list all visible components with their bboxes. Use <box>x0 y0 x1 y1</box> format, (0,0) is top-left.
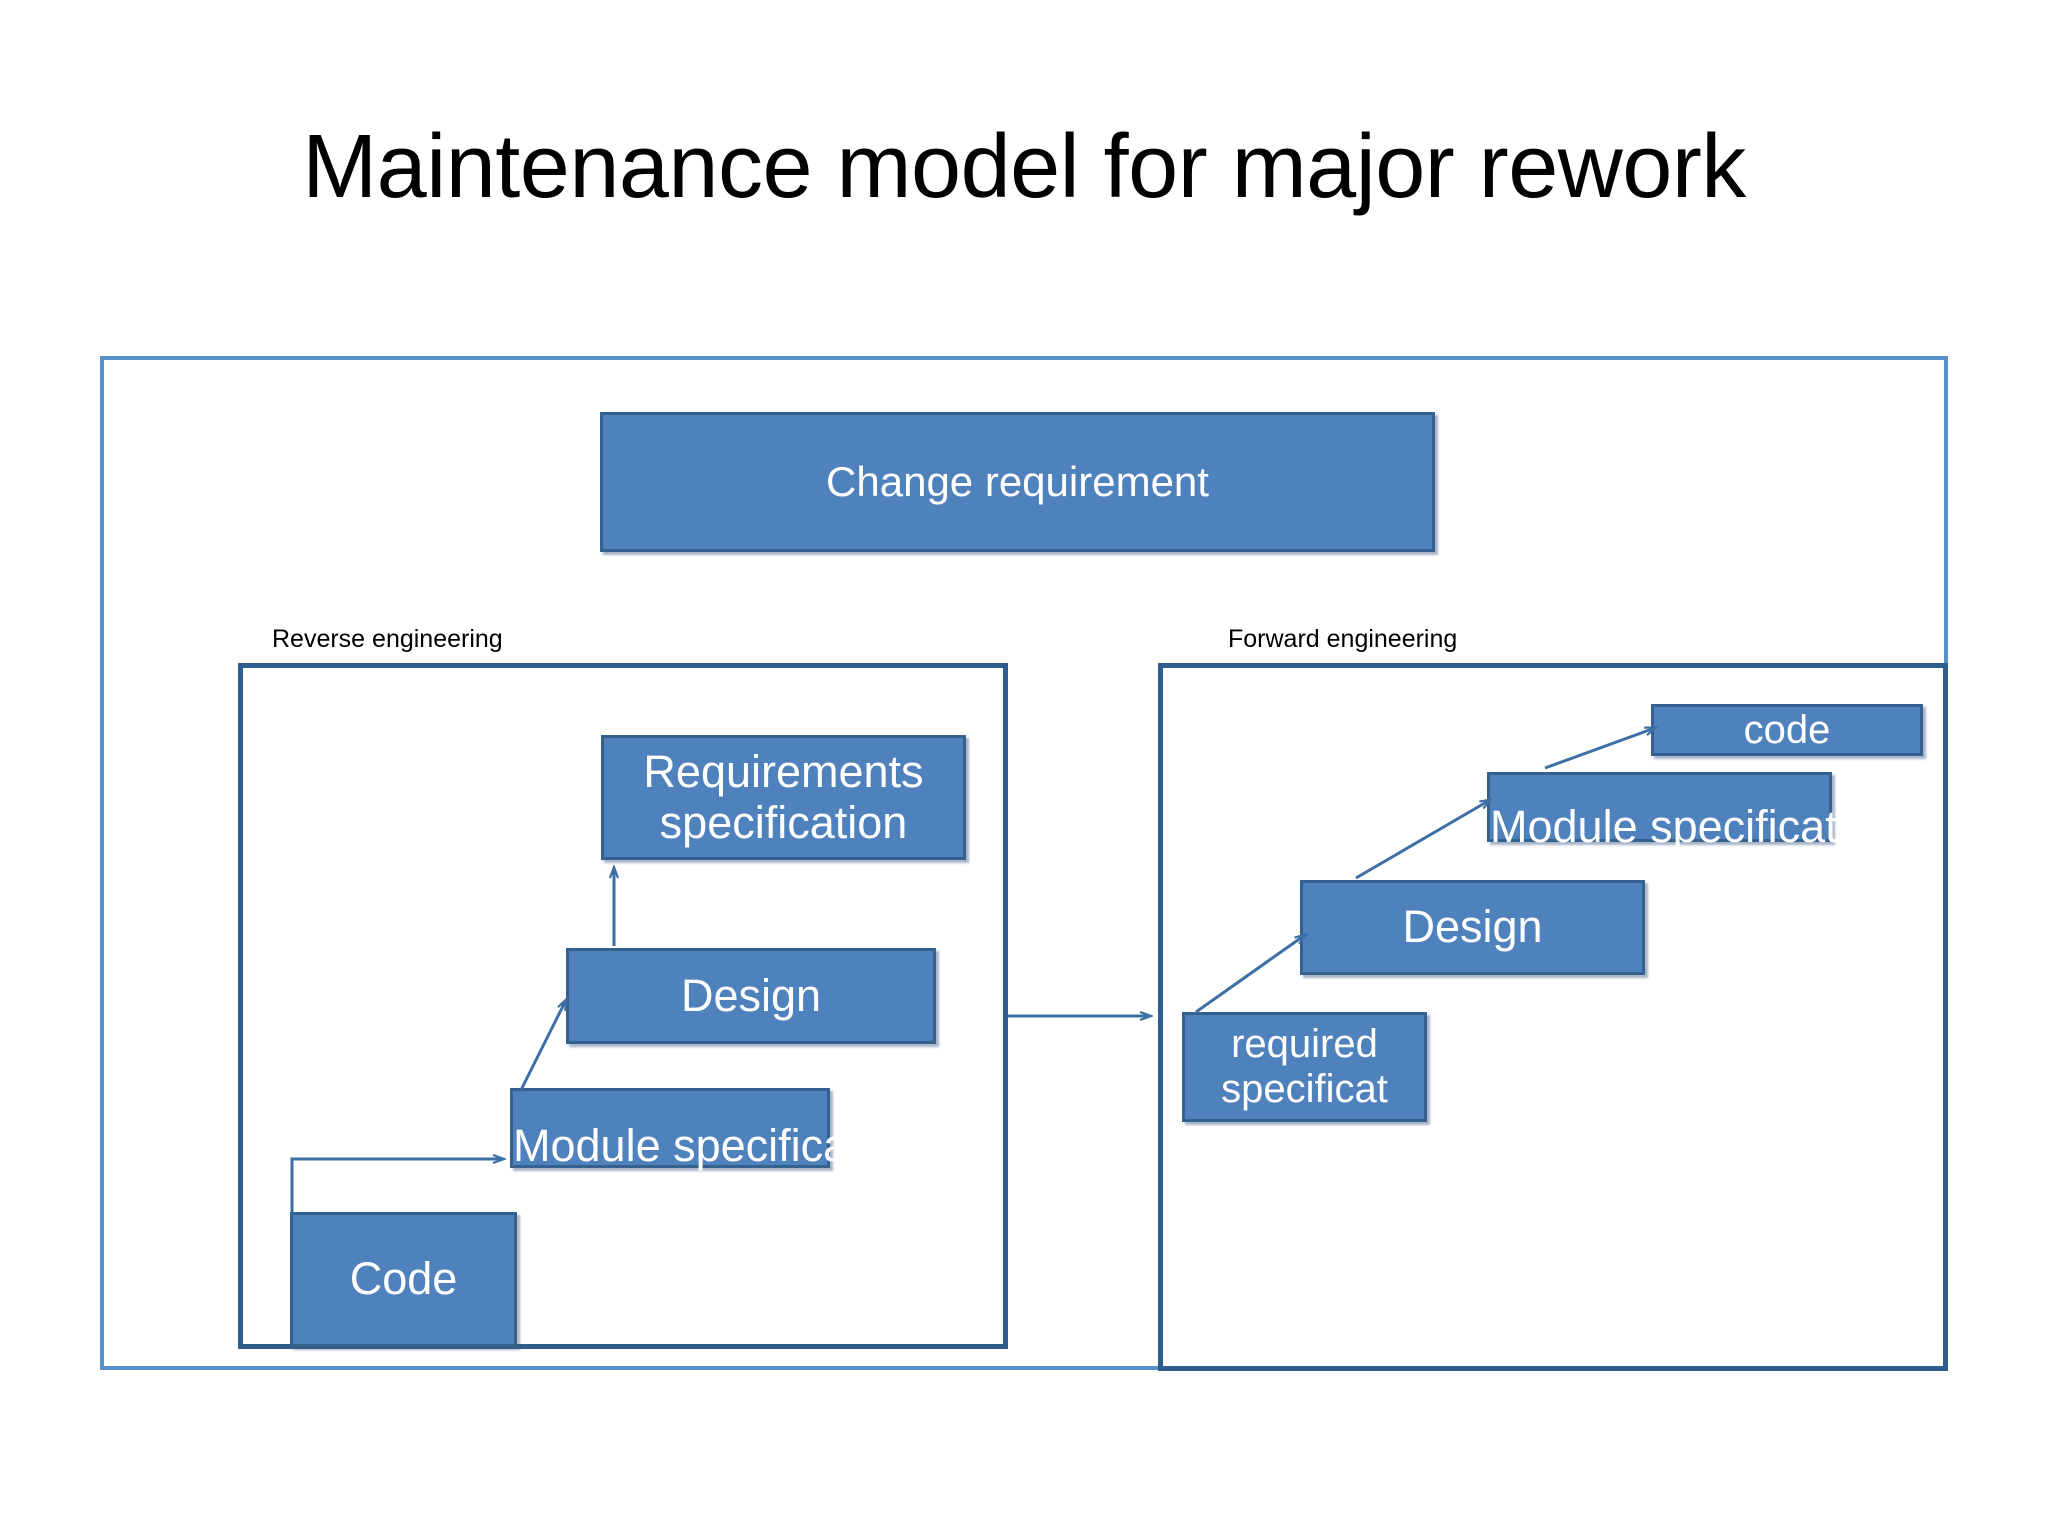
node-design-forward[interactable]: Design <box>1300 880 1645 975</box>
node-change-requirement-label: Change requirement <box>826 458 1209 506</box>
panel-forward-engineering <box>1158 663 1948 1371</box>
node-module-specification-reverse[interactable]: Module specification <box>510 1088 921 1171</box>
node-required-specification-forward[interactable]: required specificat <box>1182 1012 1427 1122</box>
node-module-specifications-forward-label: Module specifications <box>1490 801 1921 852</box>
node-code-forward-label: code <box>1743 707 1831 752</box>
panel-reverse-engineering <box>238 663 1008 1349</box>
node-change-requirement[interactable]: Change requirement <box>600 412 1435 552</box>
panel-label-forward-engineering: Forward engineering <box>1228 625 1458 653</box>
node-code-reverse-label: Code <box>349 1253 458 1305</box>
node-code-forward[interactable]: code <box>1651 704 1923 756</box>
node-module-specifications-forward[interactable]: Module specifications <box>1487 772 1920 852</box>
node-design-forward-label: Design <box>1402 901 1543 953</box>
node-required-specification-forward-label: required specificat <box>1221 1022 1388 1111</box>
node-code-reverse[interactable]: Code <box>290 1212 517 1347</box>
node-requirements-specification[interactable]: Requirements specification <box>601 735 966 860</box>
page-title: Maintenance model for major rework <box>302 117 1746 217</box>
node-requirements-specification-label: Requirements specification <box>643 746 924 848</box>
node-design-reverse-label: Design <box>680 969 822 1021</box>
node-design-reverse[interactable]: Design <box>566 948 936 1044</box>
panel-label-reverse-engineering: Reverse engineering <box>272 625 503 653</box>
node-module-specification-reverse-label: Module specification <box>513 1120 921 1171</box>
